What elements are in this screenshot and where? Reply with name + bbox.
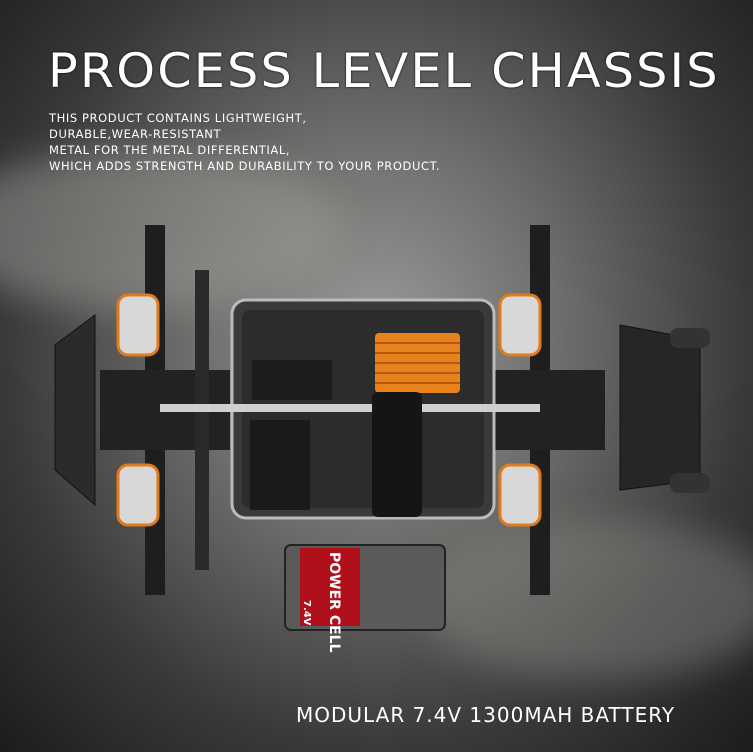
drive-shaft: [160, 404, 540, 412]
description-line: METAL FOR THE METAL DIFFERENTIAL,: [49, 143, 291, 157]
page-title: PROCESS LEVEL CHASSIS: [48, 44, 720, 99]
battery-brand: POWER CELL: [326, 552, 342, 653]
battery-holder: [372, 392, 422, 517]
rear-wheel-stub: [670, 473, 710, 493]
receiver: [250, 420, 310, 510]
rear-shock-spring: [498, 293, 542, 357]
front-shock-spring: [116, 463, 160, 527]
rear-shock-spring: [498, 463, 542, 527]
battery-label: [300, 548, 360, 626]
description-line: WHICH ADDS STRENGTH AND DURABILITY TO YO…: [49, 159, 441, 173]
front-shock-spring: [116, 293, 160, 357]
description-line: DURABLE,WEAR-RESISTANT: [49, 127, 222, 141]
battery-caption: MODULAR 7.4V 1300MAH BATTERY: [296, 703, 676, 727]
front-bumper: [54, 314, 96, 507]
description: THIS PRODUCT CONTAINS LIGHTWEIGHT, DURAB…: [49, 110, 440, 174]
rear-wheel-stub: [670, 328, 710, 348]
steering-link: [195, 270, 209, 570]
background-swirl: [420, 520, 753, 680]
battery-voltage: 7.4V: [301, 600, 312, 626]
servo: [252, 360, 332, 400]
description-line: THIS PRODUCT CONTAINS LIGHTWEIGHT,: [49, 111, 307, 125]
background-swirl: [0, 150, 340, 310]
rear-bumper: [619, 324, 701, 491]
